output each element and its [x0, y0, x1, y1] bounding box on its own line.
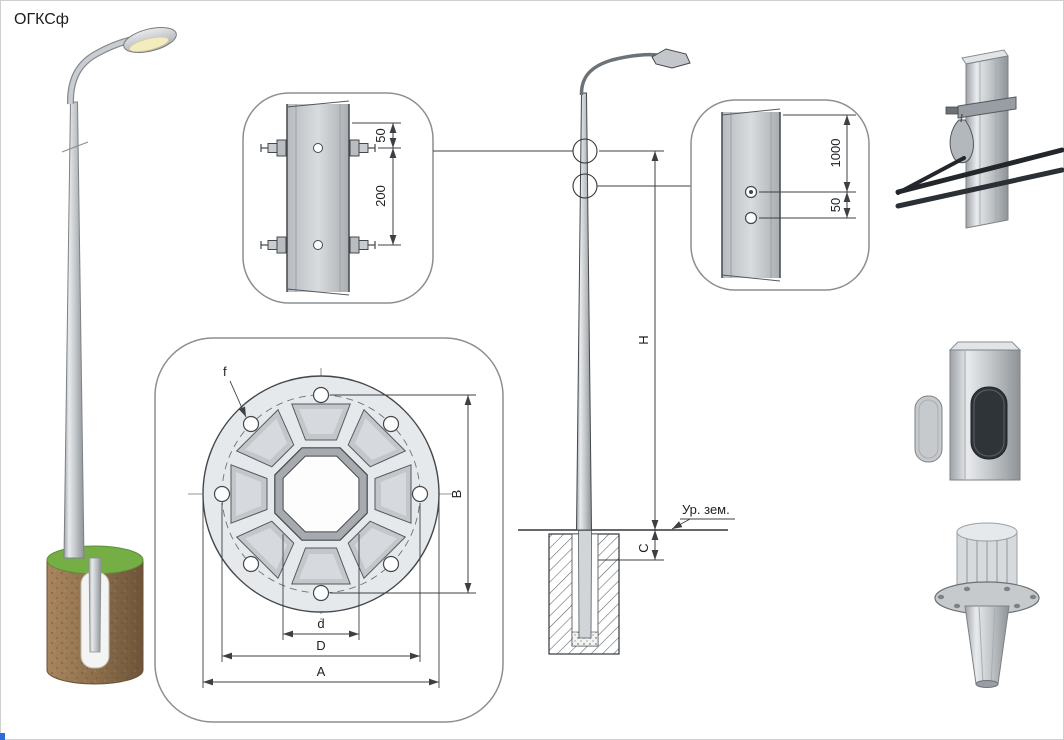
page-title: ОГКСф [14, 11, 69, 28]
dim-label-1000: 1000 [828, 139, 843, 168]
pole-shaft [63, 101, 85, 559]
dim-label-50: 50 [373, 128, 388, 142]
dim-label-B: B [449, 490, 464, 499]
bolt-holes [213, 386, 429, 602]
dim-label-D: D [316, 638, 325, 653]
door-cover [914, 395, 943, 463]
cable-upper [895, 147, 1064, 195]
anchor-base-render [934, 522, 1040, 688]
bolt-row [260, 236, 376, 254]
door-opening [970, 386, 1008, 460]
cable-lower [895, 167, 1064, 209]
detail-marker-upper [572, 138, 598, 164]
dim-label-200: 200 [373, 185, 388, 207]
ground-level-label: Ур. зем. [682, 502, 730, 517]
lamp-arm-elevation [579, 52, 658, 96]
wedge-clamp [949, 119, 974, 164]
detail-marker-lower [572, 173, 598, 199]
pole-3d-render [46, 26, 177, 685]
lamp-head [123, 26, 177, 54]
drain-hole [744, 211, 758, 225]
dim-label-A: A [317, 664, 326, 679]
dim-label-C: C [636, 543, 651, 552]
lamp-head-elevation [651, 48, 691, 69]
corner-artifact [0, 733, 5, 740]
pole-shaft-elevation [575, 92, 593, 531]
gusset-segments [230, 403, 412, 585]
dim-label-d: d [317, 616, 324, 631]
dim-label-f: f [223, 364, 227, 379]
pole-elevation: H C Ур. зем. [518, 48, 735, 655]
access-door-render [914, 341, 1022, 481]
shaft-octagon-inner [282, 455, 360, 533]
flange-plan-panel: f B d D A [154, 337, 504, 723]
dim-label-50-side: 50 [828, 198, 843, 212]
detail-panel-joint: 50 200 [242, 92, 434, 304]
wire-clamp-render [895, 49, 1064, 229]
dim-label-H: H [636, 335, 651, 344]
detail-panel-side: 1000 50 [690, 99, 870, 291]
bolt-row [260, 139, 376, 157]
